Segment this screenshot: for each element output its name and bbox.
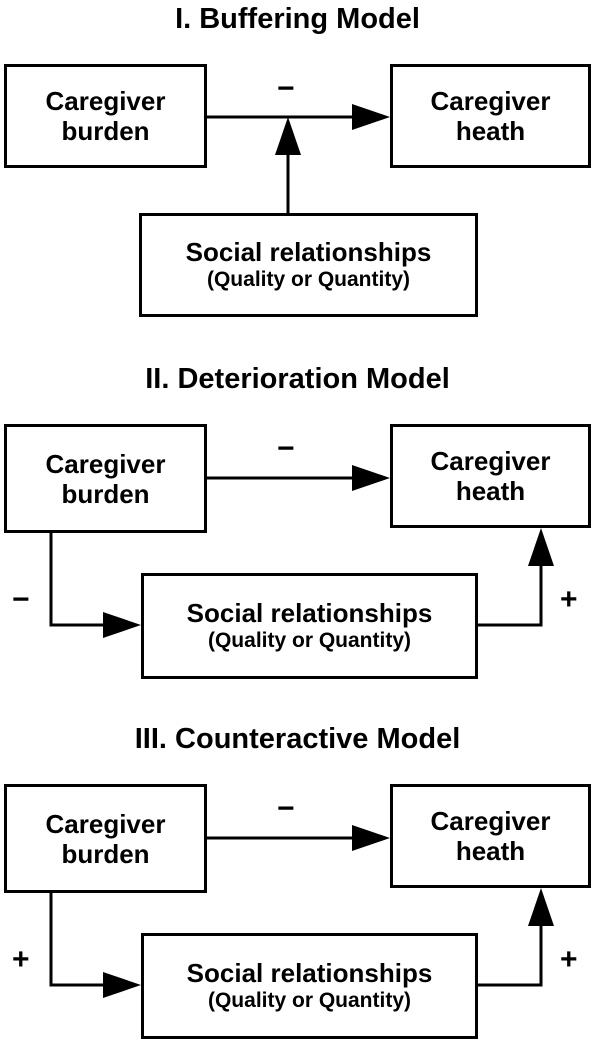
arrowhead-health-from-social-3 bbox=[528, 888, 554, 926]
arrowhead-health-2 bbox=[352, 465, 390, 491]
box-label: Caregiver bbox=[430, 806, 551, 836]
social-to-health-sign: + bbox=[560, 943, 578, 976]
arrow-social-to-health-2 bbox=[478, 555, 543, 627]
box-sublabel: (Quality or Quantity) bbox=[207, 629, 411, 652]
box-label: Caregiver bbox=[45, 448, 166, 479]
social-relationships-box: Social relationships (Quality or Quantit… bbox=[139, 213, 478, 317]
box-label: Social relationships bbox=[186, 958, 433, 988]
social-relationships-box: Social relationships (Quality or Quantit… bbox=[141, 933, 478, 1039]
box-label: heath bbox=[455, 116, 526, 146]
caregiver-burden-box: Caregiver burden bbox=[4, 64, 207, 168]
arrow-burden-to-social-3 bbox=[49, 893, 112, 987]
caregiver-health-box: Caregiver heath bbox=[390, 424, 591, 528]
arrow-social-to-health-3 bbox=[478, 915, 543, 987]
box-label: burden bbox=[61, 116, 150, 146]
box-label: Caregiver bbox=[430, 86, 551, 116]
caregiver-burden-box: Caregiver burden bbox=[4, 424, 207, 533]
box-sublabel: (Quality or Quantity) bbox=[207, 989, 411, 1012]
arrowhead-health-from-social-2 bbox=[528, 528, 554, 566]
box-label: Caregiver bbox=[45, 808, 166, 839]
box-label: heath bbox=[455, 476, 526, 506]
arrowhead-health-3 bbox=[352, 825, 390, 851]
arrowhead-social-3 bbox=[103, 972, 141, 998]
arrowhead-moderation-1 bbox=[275, 117, 301, 155]
counteractive-model-title: III. Counteractive Model bbox=[134, 723, 461, 755]
social-to-health-sign: + bbox=[560, 583, 578, 616]
deterioration-model-title: II. Deterioration Model bbox=[145, 363, 450, 395]
box-label: Caregiver bbox=[430, 446, 551, 476]
box-label: heath bbox=[455, 836, 526, 866]
caregiver-health-box: Caregiver heath bbox=[390, 64, 591, 168]
direct-effect-sign: − bbox=[277, 432, 295, 465]
burden-to-social-sign: + bbox=[12, 943, 30, 976]
caregiver-health-box: Caregiver heath bbox=[390, 784, 591, 888]
buffering-model-title: I. Buffering Model bbox=[175, 3, 420, 35]
social-relationships-box: Social relationships (Quality or Quantit… bbox=[141, 573, 478, 679]
direct-effect-sign: − bbox=[277, 72, 295, 105]
box-label: Social relationships bbox=[186, 598, 433, 628]
box-label: burden bbox=[61, 838, 150, 869]
caregiver-burden-box: Caregiver burden bbox=[4, 784, 207, 893]
box-label: Caregiver bbox=[45, 86, 166, 116]
box-label: Social relationships bbox=[185, 237, 432, 267]
arrowhead-health-1 bbox=[352, 104, 390, 130]
direct-effect-sign: − bbox=[277, 792, 295, 825]
box-label: burden bbox=[61, 478, 150, 509]
burden-to-social-sign: − bbox=[12, 583, 30, 616]
arrow-burden-to-social-2 bbox=[49, 533, 112, 627]
box-sublabel: (Quality or Quantity) bbox=[206, 268, 410, 291]
arrowhead-social-2 bbox=[103, 612, 141, 638]
